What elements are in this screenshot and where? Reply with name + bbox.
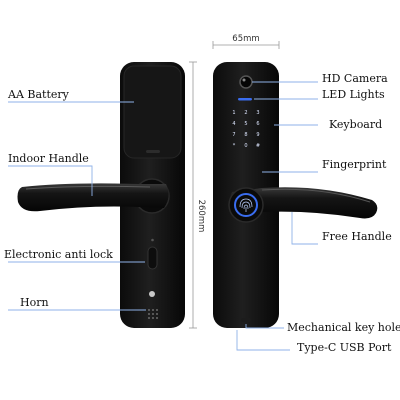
keypad: 1 2 3 4 5 6 7 8 9 * 0 #: [232, 110, 260, 149]
keypad-key: 3: [256, 110, 259, 116]
mechanical-key-hole-cover: [241, 318, 251, 322]
keypad-key: 0: [244, 143, 247, 149]
fingerprint-ridges: [239, 198, 253, 212]
keypad-key: 5: [244, 121, 247, 127]
keypad-key: 2: [244, 110, 247, 116]
free-handle: [229, 187, 378, 219]
battery-cover-notch: [146, 150, 160, 153]
hd-camera-lens: [239, 75, 253, 89]
keypad-key: #: [256, 143, 260, 149]
outdoor-unit: 1 2 3 4 5 6 7 8 9 * 0 #: [213, 62, 378, 328]
label-keyboard: Keyboard: [329, 118, 382, 131]
label-led-lights: LED Lights: [322, 88, 385, 101]
label-indoor-handle: Indoor Handle: [8, 152, 89, 165]
width-dimension: [212, 41, 280, 49]
keypad-key: *: [233, 143, 236, 149]
height-dimension: [189, 61, 197, 329]
free-handle-highlight: [261, 188, 371, 203]
label-electronic-anti-lock: Electronic anti lock: [4, 248, 113, 261]
horn-speaker-grille: [148, 309, 158, 319]
keypad-key: 9: [256, 132, 259, 138]
label-aa-battery: AA Battery: [7, 88, 70, 101]
keypad-key: 8: [244, 132, 247, 138]
label-horn: Horn: [20, 296, 49, 309]
label-hd-camera: HD Camera: [322, 72, 388, 85]
leader-key-hole: [245, 324, 284, 329]
keypad-key: 1: [232, 110, 235, 116]
keypad-key: 4: [232, 121, 235, 127]
width-dimension-label: 65mm: [232, 34, 259, 44]
label-fingerprint: Fingerprint: [322, 158, 387, 171]
leader-usb-port: [236, 330, 290, 351]
anti-lock-dot: [151, 238, 154, 242]
label-type-c-usb-port: Type-C USB Port: [297, 341, 392, 354]
anti-lock-knob: [147, 246, 158, 270]
label-mechanical-key-hole: Mechanical key hole: [287, 321, 400, 334]
label-free-handle: Free Handle: [322, 230, 392, 243]
leader-free-handle: [291, 212, 318, 245]
horn-button: [149, 291, 155, 297]
height-dimension-label: 260mm: [196, 200, 206, 233]
keypad-key: 7: [232, 132, 235, 138]
keypad-key: 6: [256, 121, 259, 127]
led-light-strip: [238, 98, 252, 101]
leader-lines: [8, 81, 318, 351]
indoor-unit: [17, 62, 185, 328]
indoor-handle-highlight: [25, 185, 151, 190]
battery-cover: [123, 65, 182, 159]
hd-camera-glint: [242, 78, 246, 82]
indoor-handle: [17, 183, 169, 212]
leader-indoor-handle: [8, 165, 93, 196]
